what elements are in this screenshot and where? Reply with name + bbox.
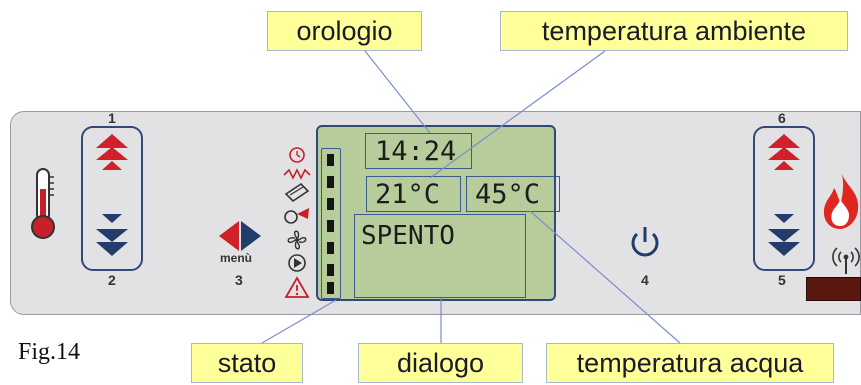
fan-icon <box>287 230 307 250</box>
clock-icon <box>289 147 305 163</box>
key-number-5: 5 <box>778 272 786 288</box>
menu-button[interactable] <box>219 220 261 252</box>
right-key-frame <box>753 126 815 271</box>
state-bar <box>321 148 341 299</box>
key-number-3: 3 <box>235 272 243 288</box>
key-number-6: 6 <box>778 110 786 126</box>
callout-temperatura-ambiente: temperatura ambiente <box>500 11 848 51</box>
room-temperature-value: 21°C <box>375 178 441 210</box>
state-segment <box>327 154 334 166</box>
callout-temperatura-acqua: temperatura acqua <box>546 343 834 383</box>
dialog-text: SPENTO <box>361 221 455 251</box>
power-button[interactable] <box>628 224 662 260</box>
decrease-button-left[interactable] <box>95 214 129 258</box>
lcd-display <box>316 125 556 301</box>
receiver-window <box>806 277 861 301</box>
menu-label: menù <box>220 251 253 265</box>
flame-icon <box>823 174 859 229</box>
pump-icon <box>288 254 306 272</box>
remote-signal-icon <box>832 247 860 274</box>
status-icons <box>283 147 311 298</box>
state-segment <box>327 282 334 294</box>
increase-button-right[interactable] <box>767 134 801 178</box>
pellet-feed-icon <box>284 182 310 203</box>
state-segment <box>327 176 334 188</box>
room-temperature-field: 21°C <box>366 176 461 212</box>
fan-motor-icon <box>284 208 309 224</box>
callout-dialogo: dialogo <box>358 343 523 383</box>
clock-field: 14:24 <box>365 133 472 169</box>
clock-value: 14:24 <box>375 135 457 167</box>
key-number-4: 4 <box>641 272 649 288</box>
state-segment <box>327 220 334 232</box>
left-key-frame <box>81 126 143 271</box>
callout-orologio: orologio <box>267 11 422 51</box>
heater-resistance-icon <box>283 168 311 180</box>
thermometer-icon <box>31 168 55 239</box>
water-temperature-value: 45°C <box>475 178 541 210</box>
dialog-field: SPENTO <box>354 214 526 298</box>
state-segment <box>327 242 334 254</box>
state-segment <box>327 264 334 276</box>
alarm-icon <box>284 276 310 298</box>
key-number-2: 2 <box>108 272 116 288</box>
water-temperature-field: 45°C <box>466 176 560 212</box>
state-segment <box>327 198 334 210</box>
callout-stato: stato <box>191 343 303 383</box>
key-number-1: 1 <box>108 110 116 126</box>
decrease-button-right[interactable] <box>767 214 801 258</box>
increase-button-left[interactable] <box>95 134 129 178</box>
figure-caption: Fig.14 <box>18 339 81 365</box>
